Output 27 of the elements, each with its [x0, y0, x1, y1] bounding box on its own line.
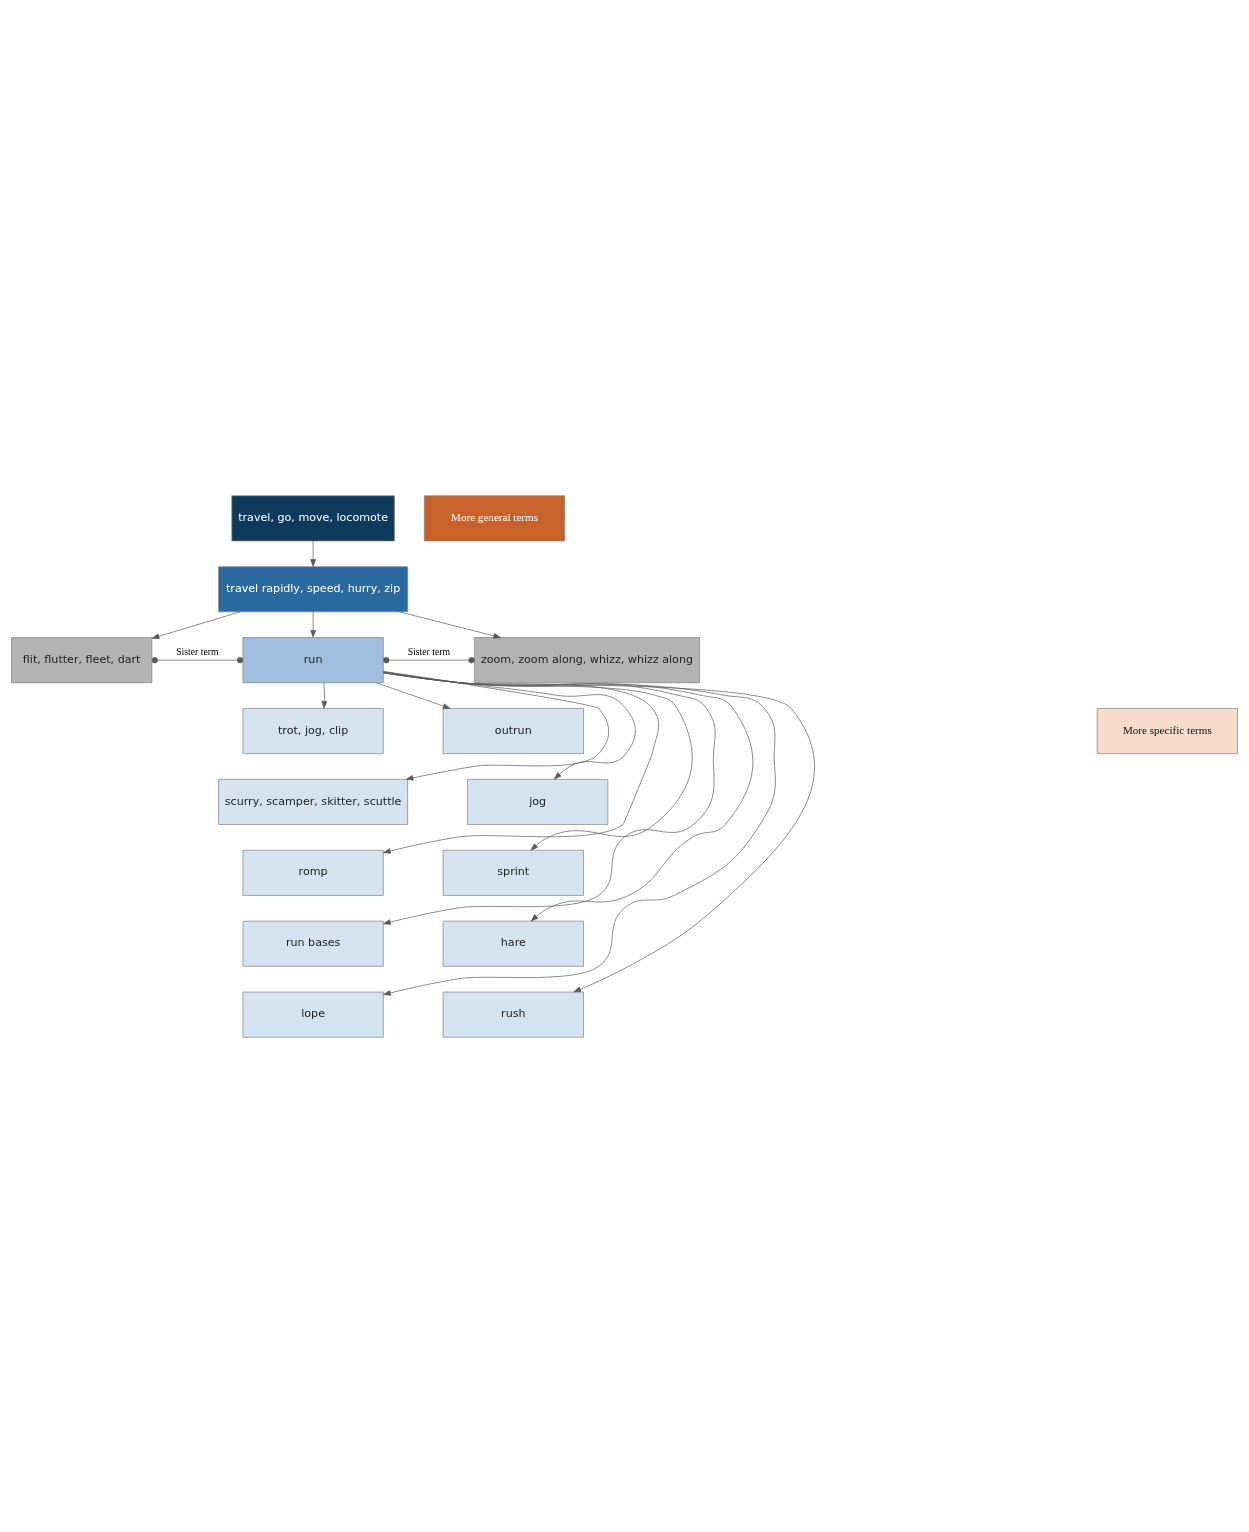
node-box: travel rapidly, speed, hurry, zip	[218, 565, 408, 612]
edge-label: Sister term	[176, 645, 219, 657]
connector	[151, 656, 244, 663]
node-box: hare	[442, 920, 584, 967]
node-box: flit, flutter, fleet, dart	[11, 636, 153, 683]
edge-label: Sister term	[407, 645, 451, 657]
node-box: outrun	[442, 707, 584, 754]
node-box: romp	[242, 849, 384, 896]
node-box: zoom, zoom along, whizz, whizz along	[474, 636, 700, 683]
node-box: More general terms	[423, 494, 566, 541]
arrow	[151, 611, 241, 639]
arrow	[399, 611, 501, 639]
node-box: More specific terms	[1096, 707, 1238, 754]
node-box: run	[242, 636, 384, 683]
arrow	[321, 682, 328, 709]
node-box: travel, go, move, locomote	[231, 494, 395, 541]
node-box: sprint	[442, 849, 584, 896]
node-box: trot, jog, clip	[242, 707, 384, 754]
connector	[383, 656, 475, 663]
node-box: rush	[442, 991, 584, 1038]
arrow	[375, 681, 451, 709]
arrow	[310, 540, 316, 567]
arrow	[310, 611, 316, 638]
node-box: lope	[242, 991, 384, 1038]
node-box: scurry, scamper, skitter, scuttle	[218, 778, 408, 825]
node-box: jog	[467, 778, 609, 825]
node-box: run bases	[242, 920, 384, 967]
